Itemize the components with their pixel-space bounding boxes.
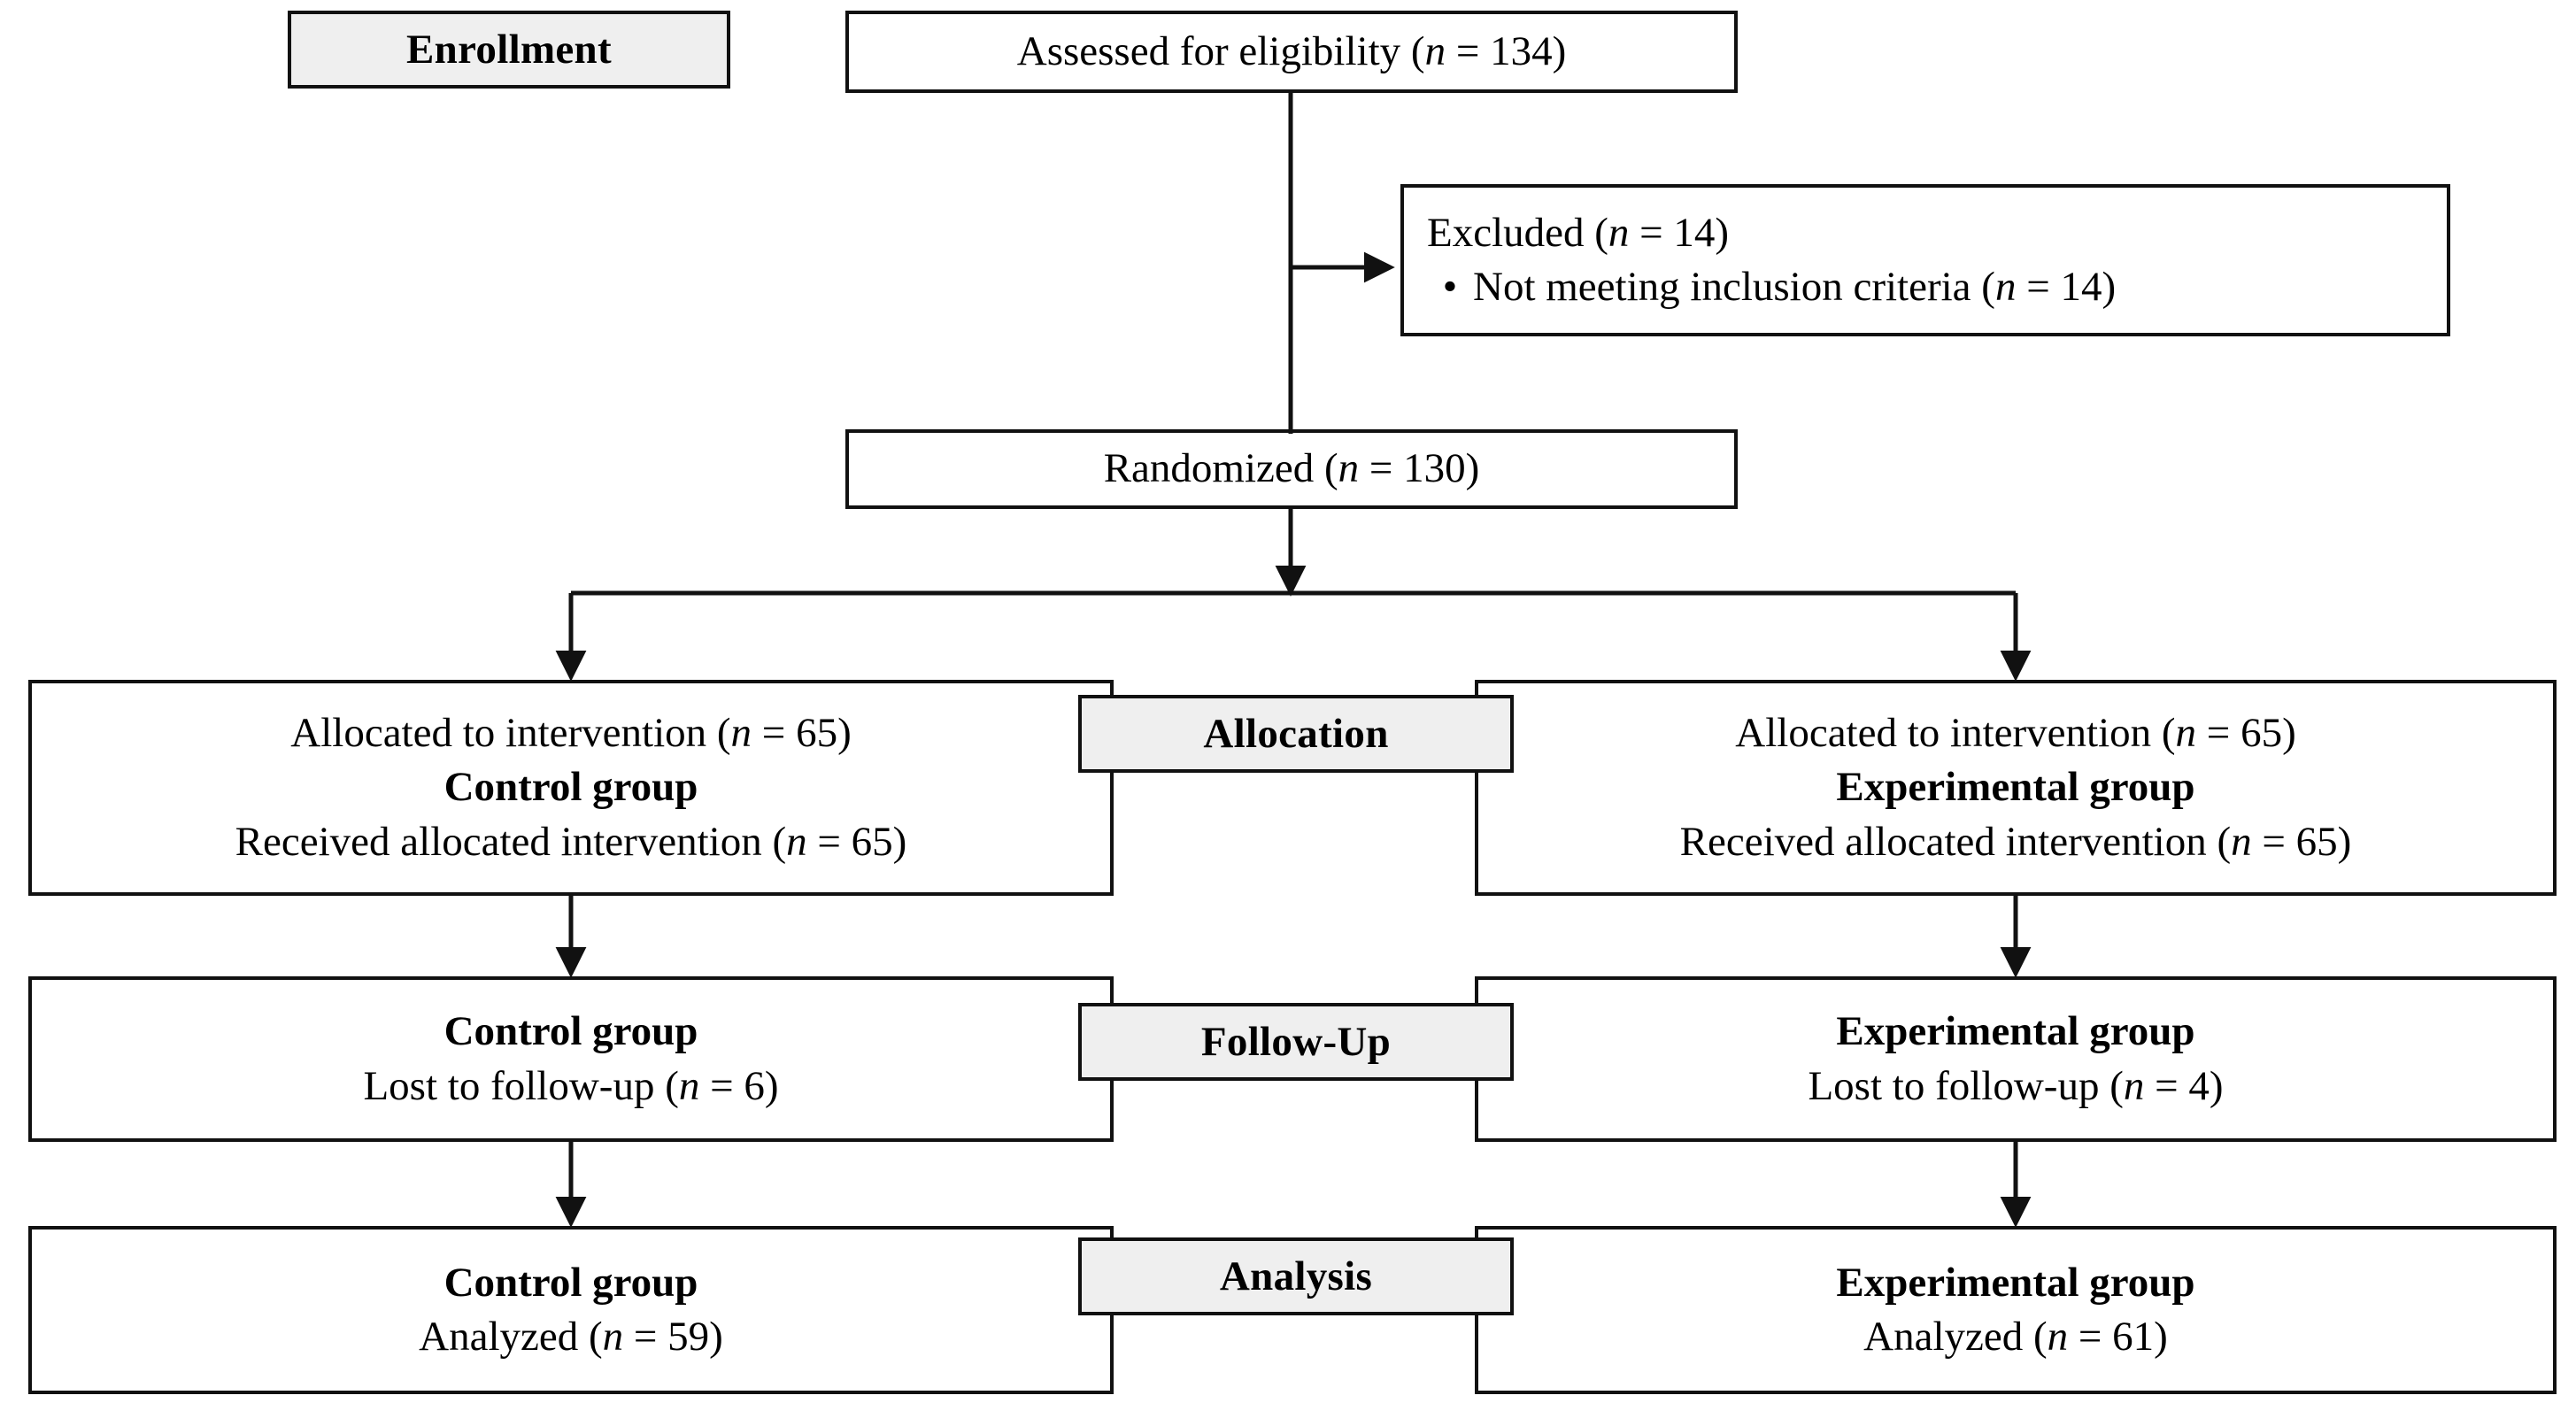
analysis-right-line2: Analyzed (n = 61) bbox=[1863, 1314, 2168, 1360]
follow-left-group-name: Control group bbox=[443, 1008, 698, 1055]
stage-label-analysis-text: Analysis bbox=[1219, 1253, 1373, 1299]
n-symbol: n bbox=[1424, 27, 1446, 74]
n-symbol: n bbox=[1338, 445, 1360, 492]
node-followup-experimental: Experimental group Lost to follow-up (n … bbox=[1475, 976, 2557, 1142]
follow-right-count: 4 bbox=[2188, 1062, 2210, 1109]
randomized-text: Randomized (n = 130) bbox=[1103, 445, 1480, 492]
analysis-right-group-name: Experimental group bbox=[1836, 1259, 2195, 1306]
node-followup-control: Control group Lost to follow-up (n = 6) bbox=[28, 976, 1114, 1142]
n-symbol: n bbox=[730, 710, 752, 757]
follow-right-group-name: Experimental group bbox=[1836, 1008, 2195, 1055]
bullet-icon: • bbox=[1442, 264, 1458, 310]
stage-label-allocation: Allocation bbox=[1078, 695, 1514, 773]
n-symbol: n bbox=[2047, 1314, 2069, 1360]
n-symbol: n bbox=[1608, 209, 1630, 256]
stage-label-follow-up: Follow-Up bbox=[1078, 1003, 1514, 1081]
n-symbol: n bbox=[2175, 710, 2197, 757]
stage-label-enrollment-text: Enrollment bbox=[406, 27, 612, 73]
follow-left-line2: Lost to follow-up (n = 6) bbox=[363, 1062, 779, 1109]
follow-left-count: 6 bbox=[744, 1062, 765, 1109]
excluded-bullet-text: Not meeting inclusion criteria (n = 14) bbox=[1473, 264, 2117, 310]
node-allocation-control: Allocated to intervention (n = 65) Contr… bbox=[28, 680, 1114, 896]
node-assessed-for-eligibility: Assessed for eligibility (n = 134) bbox=[845, 11, 1738, 93]
n-symbol: n bbox=[602, 1314, 624, 1360]
alloc-right-group-name: Experimental group bbox=[1836, 764, 2195, 811]
excluded-count: 14 bbox=[1673, 209, 1716, 256]
analysis-left-line2: Analyzed (n = 59) bbox=[419, 1314, 723, 1360]
excluded-bullet-count: 14 bbox=[2060, 264, 2102, 310]
alloc-right-count-1: 65 bbox=[2241, 710, 2283, 757]
n-symbol: n bbox=[2123, 1062, 2145, 1109]
excluded-heading: Excluded (n = 14) bbox=[1427, 209, 1730, 256]
stage-label-follow-up-text: Follow-Up bbox=[1200, 1019, 1392, 1065]
stage-label-allocation-text: Allocation bbox=[1203, 711, 1389, 757]
node-excluded: Excluded (n = 14) • Not meeting inclusion… bbox=[1400, 184, 2450, 336]
assessed-count: 134 bbox=[1490, 27, 1553, 74]
node-allocation-experimental: Allocated to intervention (n = 65) Exper… bbox=[1475, 680, 2557, 896]
node-analysis-control: Control group Analyzed (n = 59) bbox=[28, 1226, 1114, 1394]
n-symbol: n bbox=[678, 1062, 700, 1109]
analysis-left-count: 59 bbox=[667, 1314, 710, 1360]
follow-right-line2: Lost to follow-up (n = 4) bbox=[1808, 1062, 2224, 1109]
node-randomized: Randomized (n = 130) bbox=[845, 429, 1738, 509]
alloc-left-count-1: 65 bbox=[796, 710, 838, 757]
alloc-right-count-2: 65 bbox=[2295, 818, 2338, 865]
n-symbol: n bbox=[786, 818, 807, 865]
analysis-right-count: 61 bbox=[2112, 1314, 2155, 1360]
alloc-right-line3: Received allocated intervention (n = 65) bbox=[1679, 818, 2352, 865]
alloc-left-group-name: Control group bbox=[443, 764, 698, 811]
randomized-count: 130 bbox=[1403, 445, 1466, 492]
assessed-text: Assessed for eligibility (n = 134) bbox=[1016, 27, 1567, 74]
n-symbol: n bbox=[2231, 818, 2252, 865]
excluded-bullet-item: • Not meeting inclusion criteria (n = 14) bbox=[1427, 260, 2116, 314]
node-analysis-experimental: Experimental group Analyzed (n = 61) bbox=[1475, 1226, 2557, 1394]
stage-label-enrollment: Enrollment bbox=[288, 11, 730, 89]
alloc-right-line1: Allocated to intervention (n = 65) bbox=[1735, 710, 2296, 757]
analysis-left-group-name: Control group bbox=[443, 1259, 698, 1306]
stage-label-analysis: Analysis bbox=[1078, 1237, 1514, 1315]
alloc-left-line1: Allocated to intervention (n = 65) bbox=[290, 710, 852, 757]
alloc-left-count-2: 65 bbox=[851, 818, 893, 865]
alloc-left-line3: Received allocated intervention (n = 65) bbox=[235, 818, 907, 865]
n-symbol: n bbox=[1994, 264, 2017, 310]
